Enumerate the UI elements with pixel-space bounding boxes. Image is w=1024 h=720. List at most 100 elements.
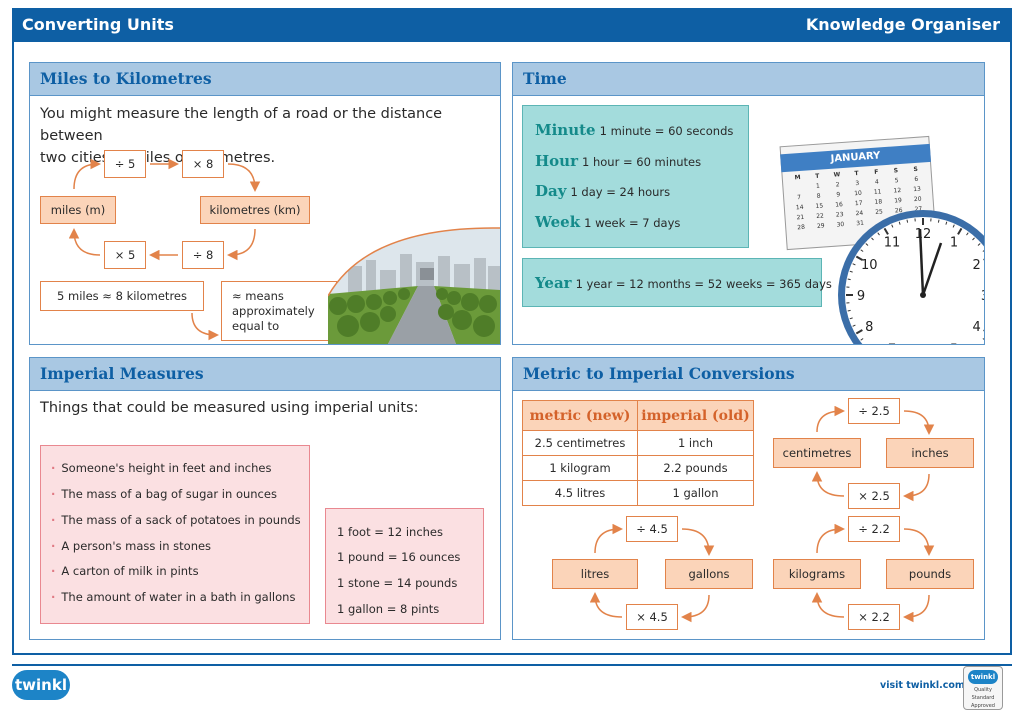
clock-tick <box>906 219 909 223</box>
miles-cycle-arrows <box>68 158 261 341</box>
time-word: Day <box>535 182 567 200</box>
time-def: 1 day = 24 hours <box>570 185 671 199</box>
page-title: Converting Units <box>22 15 174 34</box>
fact-item: 1 gallon = 8 pints <box>337 602 440 616</box>
time-def: 1 week = 7 days <box>584 216 681 230</box>
clock-tick <box>982 250 984 252</box>
list-item: The mass of a bag of sugar in ounces <box>51 487 277 501</box>
miles-box: miles (m) <box>40 196 116 224</box>
clock-tick <box>945 221 948 225</box>
list-item: Someone's height in feet and inches <box>51 461 271 475</box>
time-def: 1 hour = 60 minutes <box>582 155 702 169</box>
calendar-date: 28 <box>797 223 806 232</box>
clock-tick <box>966 232 969 236</box>
fact-item: 1 pound = 16 ounces <box>337 550 461 564</box>
cm-divide-box: ÷ 2.5 <box>848 398 900 424</box>
table-cell: 4.5 litres <box>522 480 638 506</box>
clock-number: 4 <box>973 320 981 335</box>
clock-tick <box>849 270 853 273</box>
clock-tick <box>891 224 894 228</box>
miles-panel-header: Miles to Kilometres <box>30 63 500 96</box>
badge-logo: twinkl <box>968 670 998 684</box>
city-avenue-illustration <box>328 227 500 344</box>
clock-number: 11 <box>884 235 901 250</box>
approx-note-line-1: ≈ means <box>232 288 284 303</box>
clock-number: 9 <box>857 289 865 304</box>
clock-tick <box>883 227 889 235</box>
metric-panel-header: Metric to Imperial Conversions <box>513 358 984 391</box>
time-row-hour: Hour 1 hour = 60 minutes <box>535 151 701 170</box>
clock-tick <box>898 221 901 225</box>
time-panel-title: Time <box>523 69 567 88</box>
gallons-box: gallons <box>665 559 753 589</box>
imperial-panel: Imperial Measures Things that could be m… <box>29 357 501 640</box>
clock-tick <box>849 317 853 320</box>
time-panel-header: Time <box>513 63 984 96</box>
approx-note-line-3: equal to <box>232 318 280 333</box>
kilometres-box: kilometres (km) <box>200 196 310 224</box>
clock-tick <box>977 243 981 246</box>
clock-tick <box>972 237 975 241</box>
miles-panel-title: Miles to Kilometres <box>40 69 212 88</box>
clock-tick <box>855 329 863 335</box>
clock-tick <box>982 338 984 340</box>
twinkl-logo[interactable]: twinkl <box>12 670 70 700</box>
time-word: Year <box>535 274 572 292</box>
list-item: A carton of milk in pints <box>51 564 198 578</box>
time-def: 1 minute = 60 seconds <box>599 124 734 138</box>
kg-multiply-box: × 2.2 <box>848 604 900 630</box>
table-cell: 1 gallon <box>637 480 754 506</box>
litres-divide-box: ÷ 4.5 <box>626 516 678 542</box>
imperial-facts-box: 1 foot = 12 inches 1 pound = 16 ounces 1… <box>325 508 484 624</box>
clock-tick <box>877 232 880 236</box>
time-word: Minute <box>535 121 596 139</box>
kilograms-box: kilograms <box>773 559 861 589</box>
clock-tick <box>855 255 863 261</box>
clock-number: 12 <box>915 227 932 242</box>
conversion-table: metric (new) imperial (old) 2.5 centimet… <box>522 400 754 506</box>
clock-number: 5 <box>950 343 958 345</box>
clock-tick <box>847 278 851 281</box>
imperial-panel-title: Imperial Measures <box>40 364 204 383</box>
multiply-8-box: × 8 <box>182 150 224 178</box>
clock-number: 2 <box>973 258 981 273</box>
divide-5-box: ÷ 5 <box>104 150 146 178</box>
metric-panel: Metric to Imperial Conversions metric (n… <box>512 357 985 640</box>
time-def: 1 year = 12 months = 52 weeks = 365 days <box>575 277 832 291</box>
divide-8-box: ÷ 8 <box>182 241 224 269</box>
litres-multiply-box: × 4.5 <box>626 604 678 630</box>
miles-intro-line-1: You might measure the length of a road o… <box>40 106 443 144</box>
clock-tick <box>865 243 869 246</box>
clock-tick <box>952 224 955 228</box>
list-item: A person's mass in stones <box>51 539 211 553</box>
badge-line-2: Quality Standard <box>971 687 995 701</box>
imperial-examples-box: Someone's height in feet and inches The … <box>40 445 310 624</box>
time-word: Week <box>535 213 581 231</box>
metric-panel-title: Metric to Imperial Conversions <box>523 364 795 383</box>
litres-box: litres <box>552 559 638 589</box>
miles-panel: Miles to Kilometres You might measure th… <box>29 62 501 345</box>
list-item: The amount of water in a bath in gallons <box>51 590 295 604</box>
badge-line-3: Approved <box>971 703 995 709</box>
table-cell: 1 kilogram <box>522 455 638 481</box>
header-bar: Converting Units Knowledge Organiser <box>12 8 1012 42</box>
page-subtitle: Knowledge Organiser <box>805 15 1000 34</box>
fact-item: 1 foot = 12 inches <box>337 525 443 539</box>
visit-link[interactable]: visit twinkl.com <box>880 680 965 691</box>
clock-number: 7 <box>888 343 896 345</box>
clock-number: 3 <box>981 289 985 304</box>
clock-number: 8 <box>865 320 873 335</box>
pounds-box: pounds <box>886 559 974 589</box>
time-word: Hour <box>535 152 578 170</box>
clock-tick <box>847 309 851 312</box>
centimetres-box: centimetres <box>773 438 861 468</box>
footer-divider <box>12 664 1012 666</box>
clock-icon: 121234567891011 <box>838 210 985 345</box>
clock-number: 1 <box>950 235 958 250</box>
clock-tick <box>860 249 864 252</box>
